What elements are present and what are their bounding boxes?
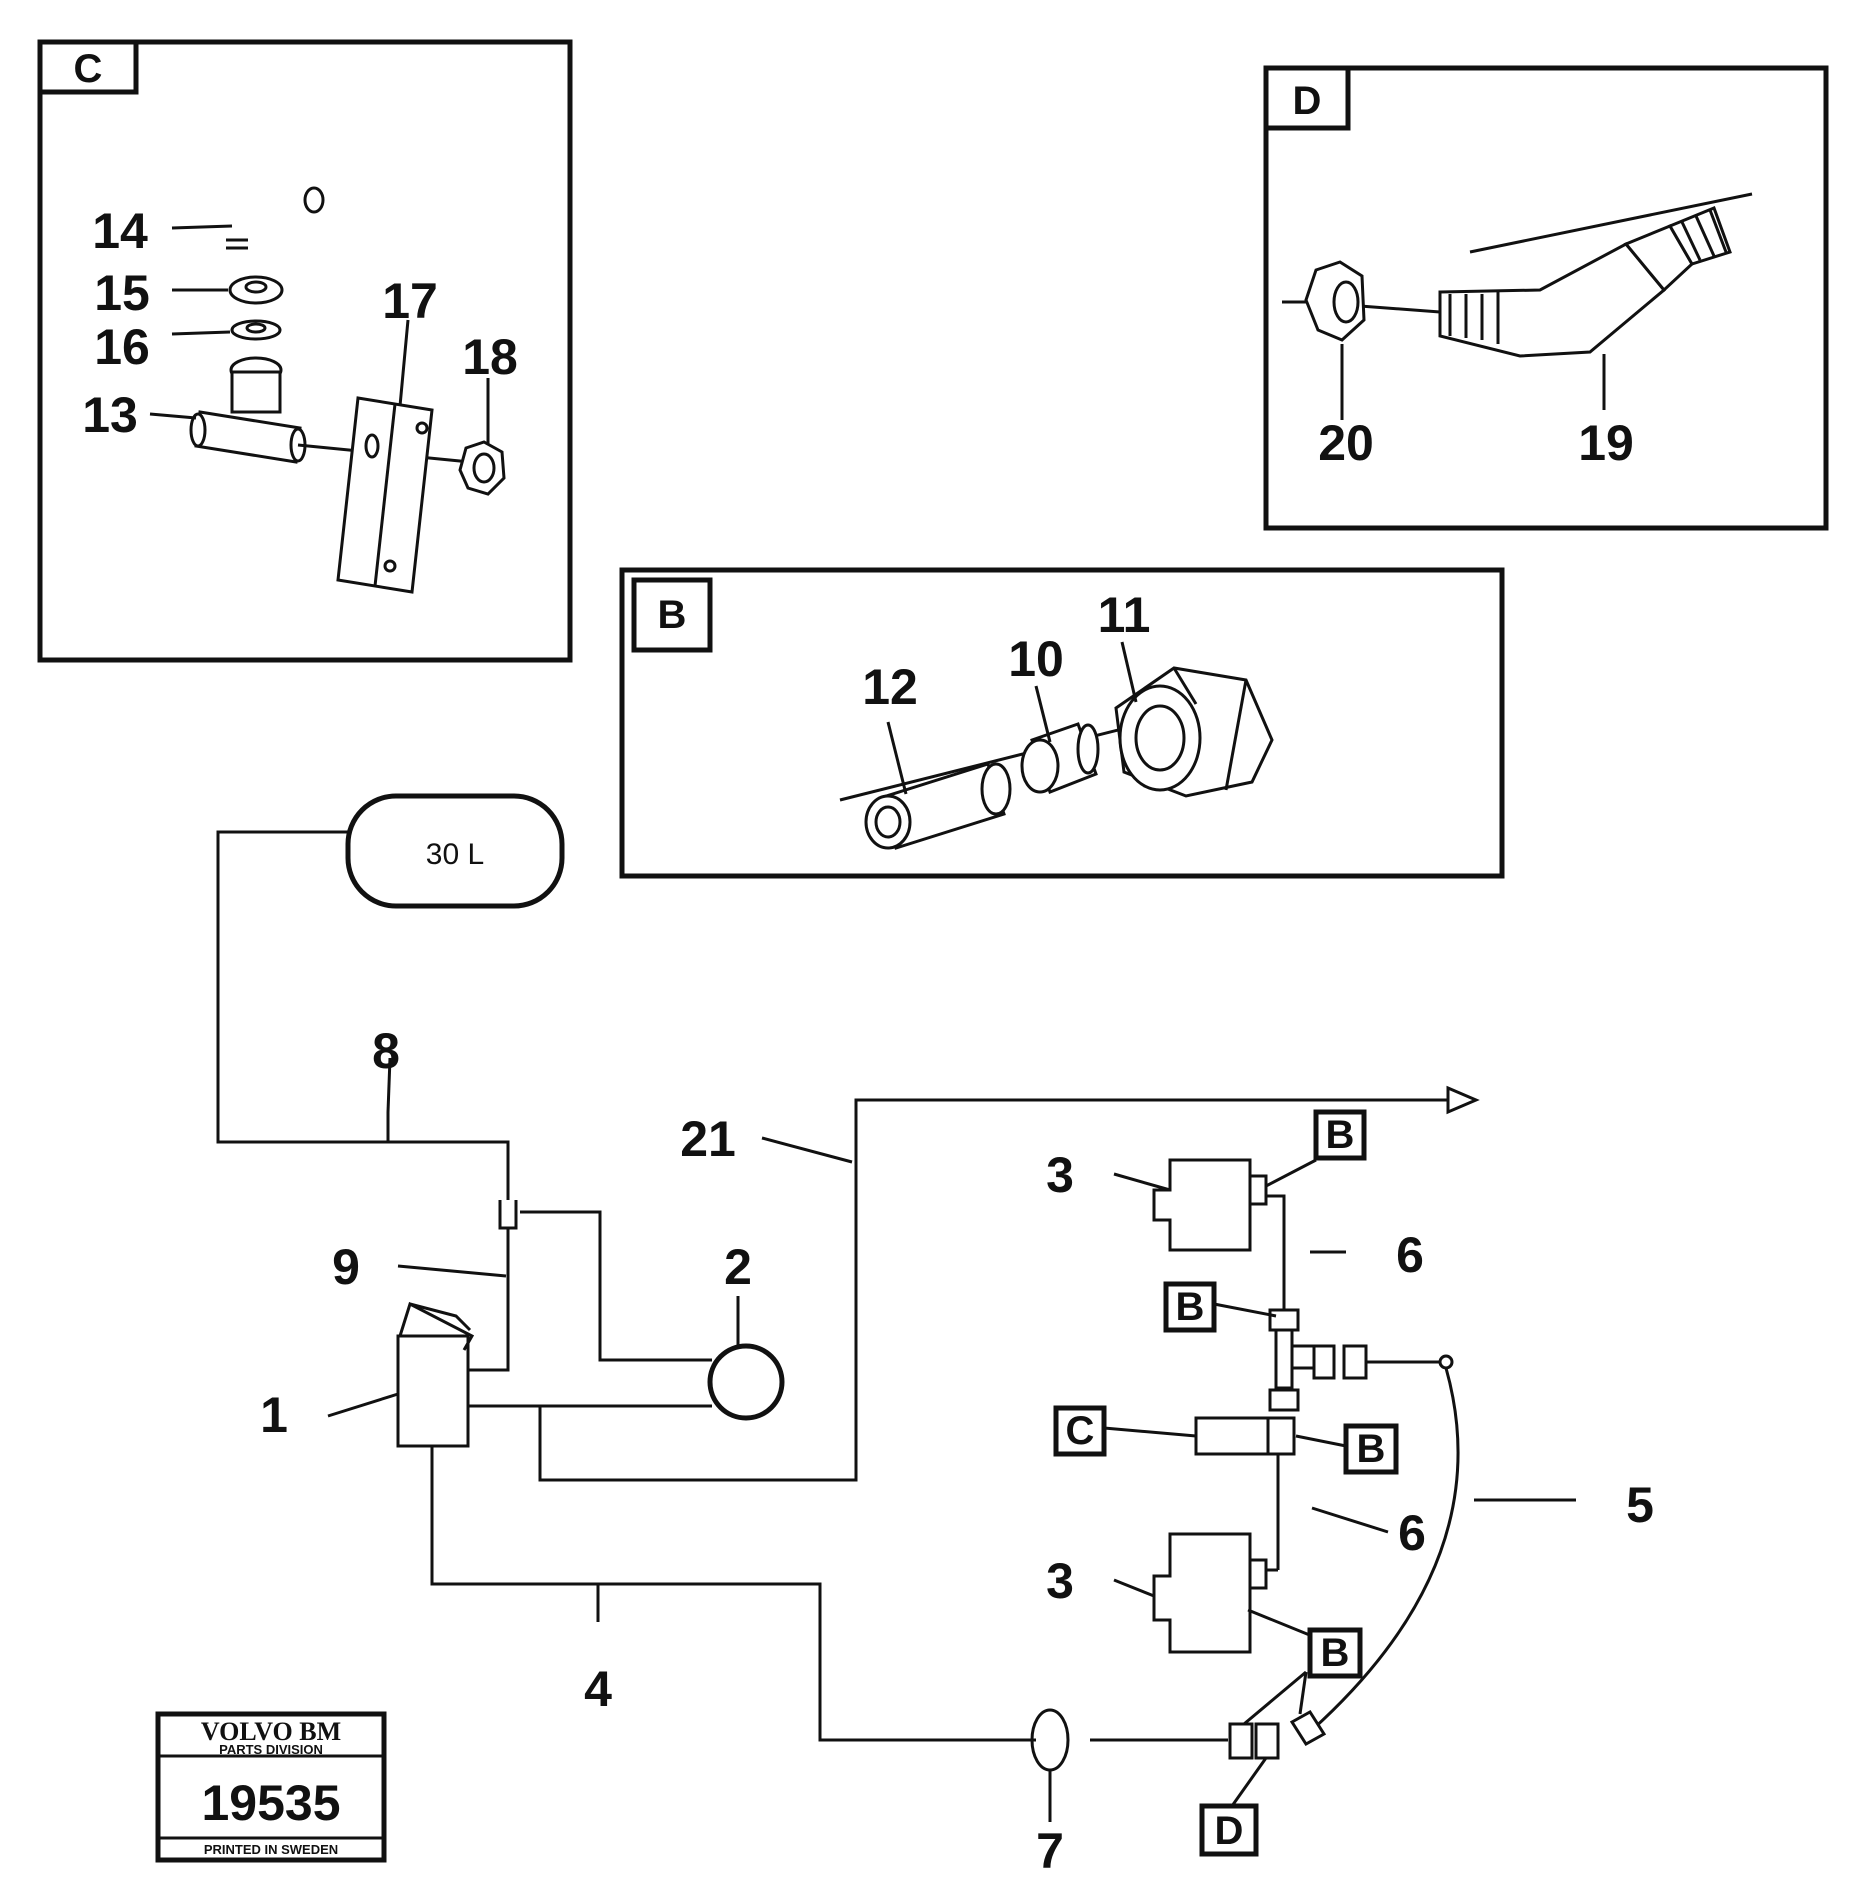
callout-16: 16 bbox=[94, 319, 150, 375]
callout-11: 11 bbox=[1098, 587, 1151, 643]
callout-8: 8 bbox=[372, 1023, 400, 1079]
svg-text:B: B bbox=[1326, 1113, 1355, 1157]
tank-capacity-label: 30 L bbox=[426, 838, 484, 871]
tag-b-1: B bbox=[1313, 1109, 1367, 1161]
tag-b-2: B bbox=[1163, 1281, 1217, 1333]
detail-box-d-label: D bbox=[1293, 79, 1322, 123]
bracket-plate-icon bbox=[336, 396, 434, 594]
callout-18: 18 bbox=[462, 329, 518, 385]
cylinder-icon bbox=[1152, 1158, 1268, 1252]
detail-box-b-label: B bbox=[658, 593, 687, 637]
tag-c: C bbox=[1053, 1405, 1107, 1457]
tee-fitting-icon bbox=[189, 356, 307, 464]
callout-4: 4 bbox=[584, 1661, 612, 1717]
svg-text:B: B bbox=[1357, 1427, 1386, 1471]
callout-12: 12 bbox=[862, 659, 918, 715]
detail-box-c-label: C bbox=[74, 47, 103, 91]
union-nut-icon bbox=[1114, 666, 1274, 798]
sleeve-icon bbox=[864, 762, 1012, 850]
callout-15: 15 bbox=[94, 265, 150, 321]
tag-d: D bbox=[1199, 1803, 1259, 1857]
callout-3-upper: 3 bbox=[1046, 1147, 1074, 1203]
valve-block-icon bbox=[396, 1301, 475, 1448]
callout-6-upper: 6 bbox=[1396, 1227, 1424, 1283]
stamp-division: PARTS DIVISION bbox=[219, 1742, 323, 1757]
callout-13: 13 bbox=[82, 387, 138, 443]
callout-9: 9 bbox=[332, 1239, 360, 1295]
callout-14: 14 bbox=[92, 203, 148, 259]
svg-text:C: C bbox=[1066, 1409, 1095, 1453]
callout-17: 17 bbox=[382, 273, 438, 329]
detail-box-b: B 12 10 11 bbox=[619, 567, 1505, 879]
stamp-number: 19535 bbox=[201, 1775, 340, 1831]
main-schematic: 30 L bbox=[216, 793, 1654, 1879]
pressure-gauge-icon bbox=[707, 1343, 785, 1421]
nut-icon bbox=[228, 275, 284, 305]
callout-7: 7 bbox=[1036, 1823, 1064, 1879]
reservoir-tank: 30 L bbox=[345, 793, 565, 909]
callout-3-lower: 3 bbox=[1046, 1553, 1074, 1609]
elbow-fitting-icon bbox=[226, 182, 325, 255]
callout-21: 21 bbox=[680, 1111, 736, 1167]
svg-text:D: D bbox=[1215, 1809, 1244, 1853]
svg-text:B: B bbox=[1176, 1285, 1205, 1329]
callout-20: 20 bbox=[1318, 415, 1374, 471]
callout-19: 19 bbox=[1578, 415, 1634, 471]
hex-nut-icon bbox=[1304, 260, 1366, 342]
svg-text:B: B bbox=[1321, 1631, 1350, 1675]
clamp-icon bbox=[1030, 1708, 1070, 1772]
callout-6-lower: 6 bbox=[1398, 1505, 1426, 1561]
callout-2: 2 bbox=[724, 1239, 752, 1295]
tag-b-3: B bbox=[1343, 1423, 1399, 1475]
tee-block-icon bbox=[1194, 1416, 1296, 1456]
detail-box-d: D 20 19 bbox=[1263, 65, 1829, 531]
stamp-brand: VOLVO BM bbox=[201, 1717, 341, 1746]
compression-ring-icon bbox=[1020, 722, 1100, 794]
volvo-parts-stamp: VOLVO BM PARTS DIVISION 19535 PRINTED IN… bbox=[155, 1711, 387, 1863]
callout-10: 10 bbox=[1008, 631, 1064, 687]
angled-hose-fitting-icon bbox=[1438, 206, 1732, 358]
detail-box-c: C bbox=[37, 39, 573, 663]
flow-arrow-icon bbox=[1446, 1085, 1480, 1115]
tag-b-4: B bbox=[1307, 1627, 1363, 1679]
locknut-icon bbox=[458, 440, 506, 496]
cylinder-icon bbox=[1152, 1532, 1268, 1654]
callout-1: 1 bbox=[260, 1387, 288, 1443]
callout-5: 5 bbox=[1626, 1477, 1654, 1533]
washer-icon bbox=[230, 319, 282, 341]
stamp-footer: PRINTED IN SWEDEN bbox=[204, 1842, 338, 1857]
